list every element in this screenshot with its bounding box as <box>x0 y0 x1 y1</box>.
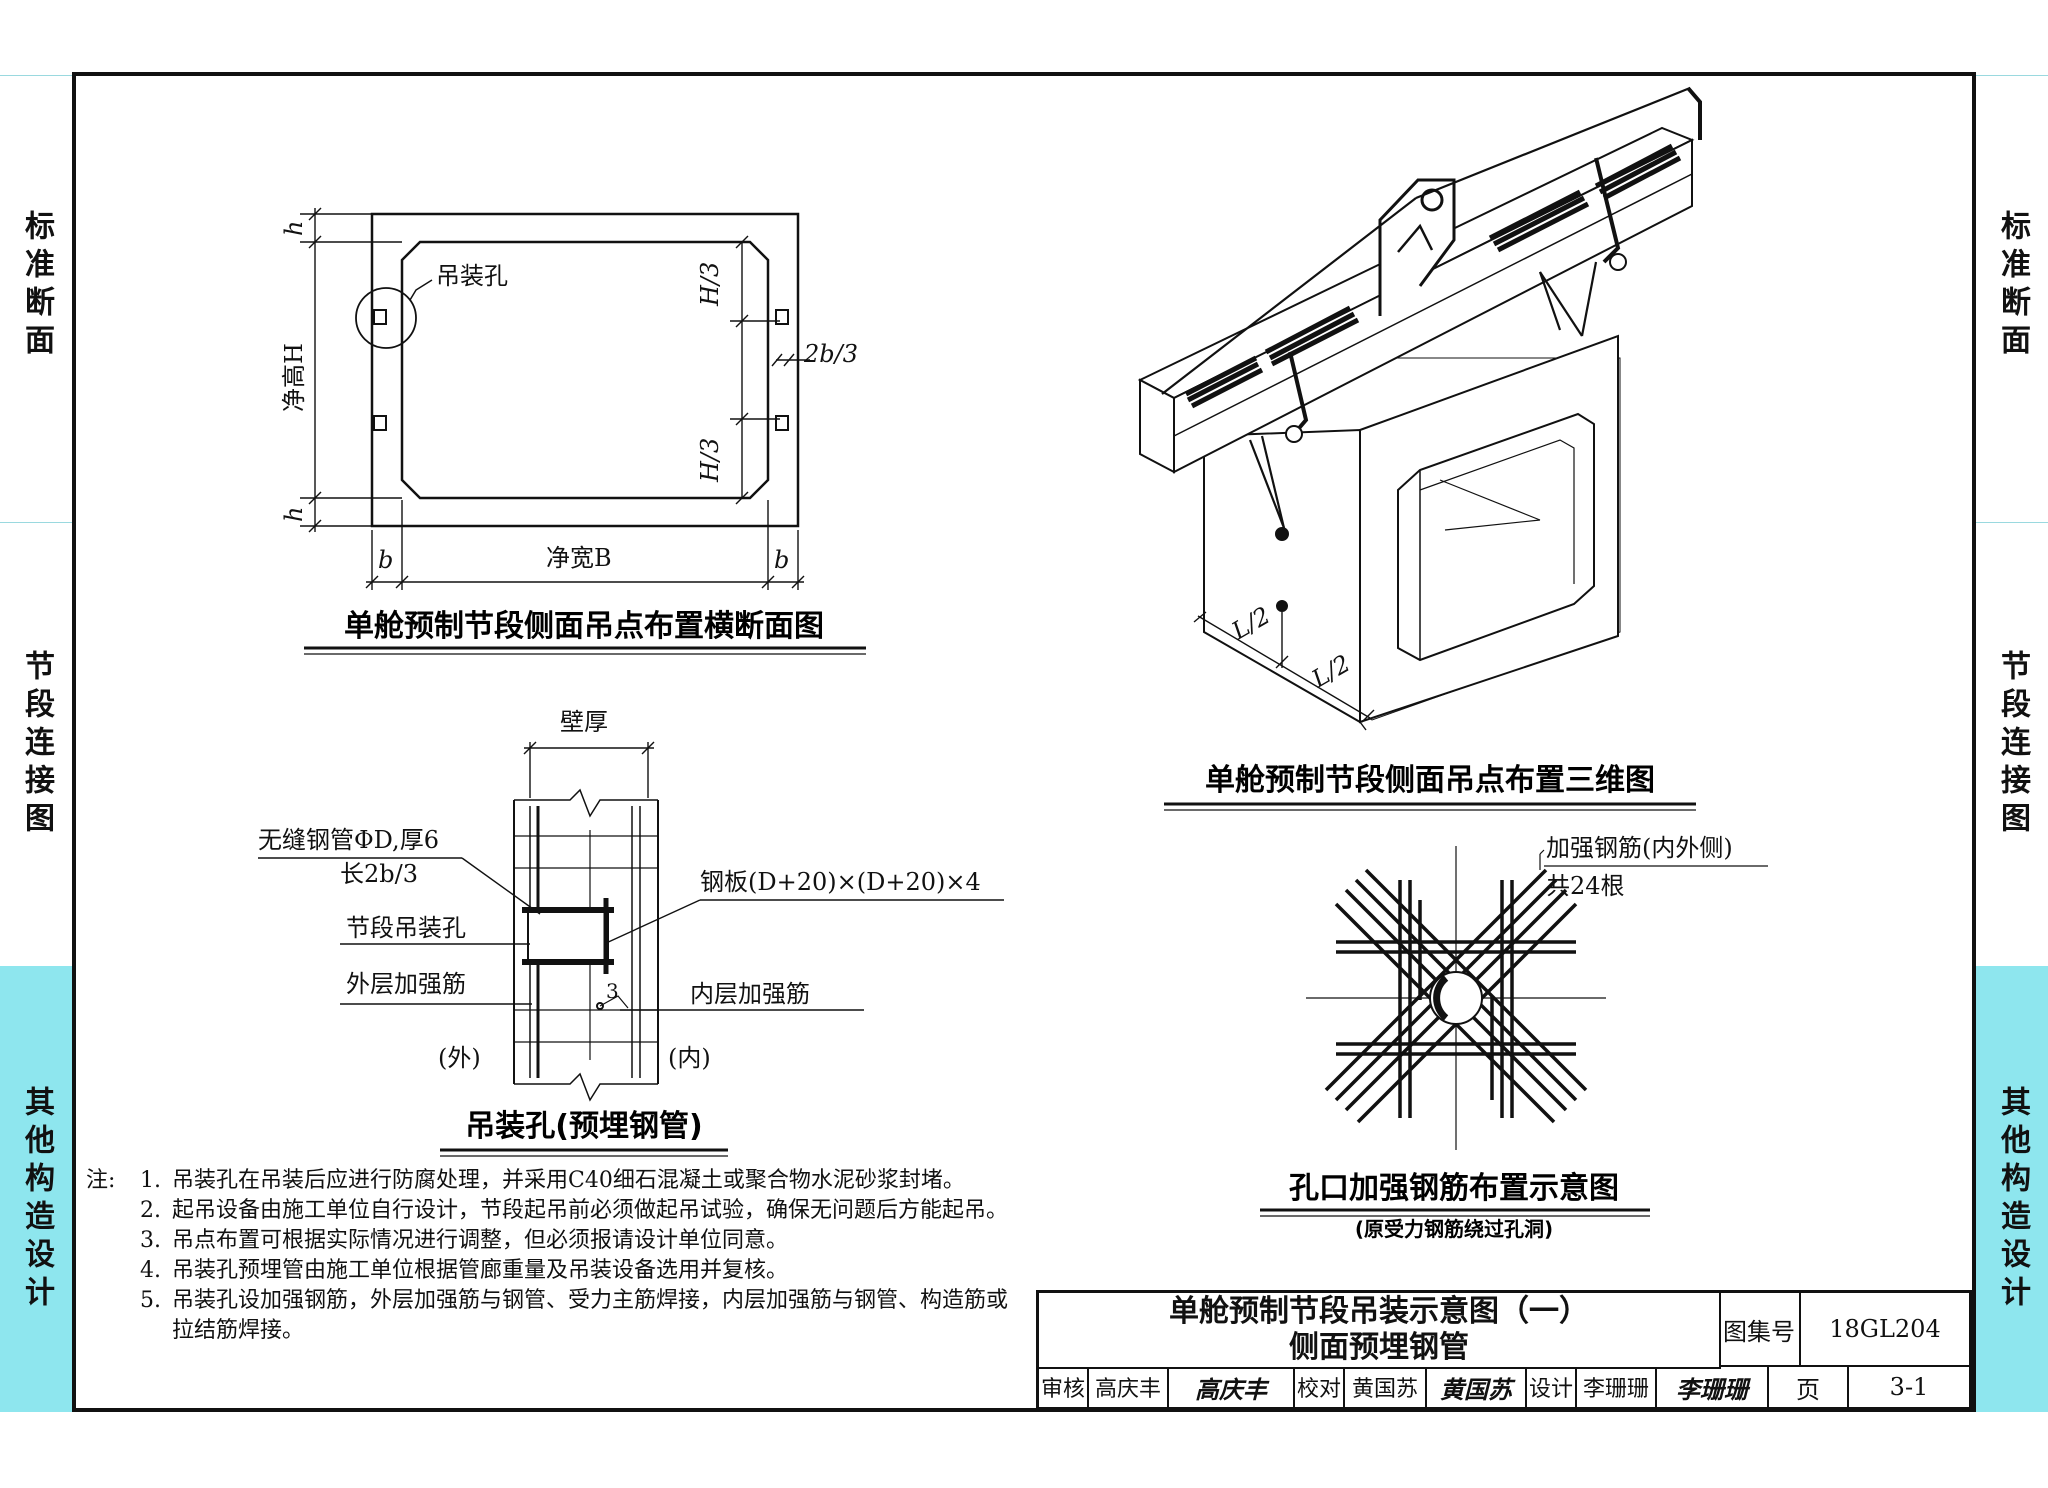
note-item: 4. 吊装孔预埋管由施工单位根据管廊重量及吊装设备选用并复核。 <box>140 1258 789 1283</box>
hoist-hole <box>775 415 789 431</box>
label-steel-plate: 钢板(D+20)×(D+20)×4 <box>700 868 981 896</box>
note-item: 2. 起吊设备由施工单位自行设计，节段起吊前必须做起吊试验，确保无问题后方能起吊… <box>140 1198 1009 1223</box>
label-wall-thickness: 壁厚 <box>560 708 608 736</box>
side-tab-other-design[interactable]: 其他构造设计 <box>0 966 72 1412</box>
hoist-hole <box>373 415 387 431</box>
fig4-labels: 加强钢筋(内外侧) 共24根 <box>1546 834 1733 900</box>
label-rebar-count: 共24根 <box>1546 872 1625 900</box>
label-weld: 3 <box>606 979 619 1003</box>
review-signature: 高庆丰 <box>1169 1367 1295 1407</box>
page-number: 3-1 <box>1889 1373 1929 1401</box>
note-item: 注: 1. 吊装孔在吊装后应进行防腐处理，并采用C40细石混凝土或聚合物水泥砂浆… <box>86 1166 1016 1196</box>
review-label: 审核 <box>1039 1367 1089 1407</box>
atlas-label: 图集号 <box>1719 1293 1801 1367</box>
check-label: 校对 <box>1295 1367 1345 1407</box>
label-outside: (外) <box>438 1044 481 1072</box>
drawing-subtitle: 侧面预埋钢管 <box>1289 1330 1469 1365</box>
title-block-title: 单舱预制节段吊装示意图（一） 侧面预埋钢管 <box>1039 1293 1721 1369</box>
side-tab-standard-section[interactable]: 标准断面 <box>19 210 54 362</box>
design-name: 李珊珊 <box>1577 1367 1657 1407</box>
label-rebar-type: 加强钢筋(内外侧) <box>1546 834 1733 862</box>
fig3-labels: 壁厚 无缝钢管ΦD,厚6 长2b/3 节段吊装孔 外层加强筋 钢板(D+20)×… <box>258 708 981 1072</box>
drawing-frame <box>72 72 1976 1412</box>
fig1-caption: 单舱预制节段侧面吊点布置横断面图 <box>344 609 824 644</box>
dim-h-top: h <box>280 221 308 236</box>
dim-h3-bottom: H/3 <box>696 438 724 483</box>
hoist-hole-callout: 吊装孔 <box>436 262 508 290</box>
notes: 注: 1. 吊装孔在吊装后应进行防腐处理，并采用C40细石混凝土或聚合物水泥砂浆… <box>86 1166 1016 1346</box>
slings <box>1161 86 1691 529</box>
callout-circle <box>355 287 417 349</box>
fig4-reinforcement <box>1306 846 1606 1150</box>
sling-hook <box>1275 527 1289 541</box>
fig3-pipe-detail <box>258 741 1004 1102</box>
label-inside: (内) <box>668 1044 711 1072</box>
side-tab-standard-section-right[interactable]: 标准断面 <box>1995 210 2030 362</box>
dim-net-width: 净宽B <box>546 544 612 572</box>
fig2-caption: 单舱预制节段侧面吊点布置三维图 <box>1205 763 1655 798</box>
check-name: 黄国苏 <box>1345 1367 1427 1407</box>
side-divider <box>1976 75 2048 76</box>
box-opening <box>1397 412 1595 662</box>
fig1-labels: h 吊装孔 h h 净高H H/3 H/3 2b/3 b 净宽B b <box>280 221 858 574</box>
fig4-sub-caption: (原受力钢筋绕过孔洞) <box>1355 1217 1553 1241</box>
side-divider <box>0 522 72 523</box>
callout-leader <box>409 279 433 301</box>
label-pipe-spec: 无缝钢管ΦD,厚6 <box>258 826 439 854</box>
outer-box <box>370 212 800 528</box>
dim-h3-top: H/3 <box>696 262 724 307</box>
side-tab-segment-connection[interactable]: 节段连接图 <box>19 650 54 840</box>
spreader-front <box>1173 138 1693 474</box>
side-tab-segment-connection-right[interactable]: 节段连接图 <box>1995 650 2030 840</box>
check-signature: 黄国苏 <box>1427 1367 1527 1407</box>
notes-prefix: 注: <box>86 1168 116 1193</box>
design-label: 设计 <box>1527 1367 1577 1407</box>
hoist-hole <box>775 309 789 325</box>
dim-h-bottom: h <box>280 507 308 522</box>
label-inner-rebar: 内层加强筋 <box>690 980 810 1008</box>
note-item: 3. 吊点布置可根据实际情况进行调整，但必须报请设计单位同意。 <box>140 1228 789 1253</box>
fig2-dims <box>1193 611 1375 731</box>
note-item: 5. 吊装孔设加强钢筋，外层加强筋与钢管、受力主筋焊接，内层加强筋与钢管、构造筋… <box>140 1288 1009 1343</box>
page-label: 页 <box>1769 1367 1849 1407</box>
hanger <box>1594 157 1621 264</box>
atlas-number: 18GL204 <box>1801 1293 1969 1367</box>
side-tab-other-design-right[interactable]: 其他构造设计 <box>1976 966 2048 1412</box>
fig4-caption: 孔口加强钢筋布置示意图 <box>1289 1171 1619 1206</box>
side-divider <box>0 75 72 76</box>
inner-cavity <box>400 240 770 500</box>
design-signature: 李珊珊 <box>1657 1367 1769 1407</box>
spreader-grating <box>1184 143 1682 409</box>
label-pipe-length: 长2b/3 <box>340 860 418 888</box>
dim-b-right: b <box>774 546 789 574</box>
hoist-hole <box>373 309 387 325</box>
hoist-point <box>1276 600 1288 612</box>
label-segment-hole: 节段吊装孔 <box>346 914 466 942</box>
dim-2b3: 2b/3 <box>803 340 858 368</box>
fig2-3d-view <box>1137 86 1702 731</box>
box-end-face <box>1359 334 1619 724</box>
label-outer-rebar: 外层加强筋 <box>346 970 466 998</box>
side-divider <box>1976 522 2048 523</box>
center-lug <box>1378 178 1456 316</box>
title-block: 单舱预制节段吊装示意图（一） 侧面预埋钢管 图集号 18GL204 审核 高庆丰… <box>1036 1290 1972 1410</box>
fig3-caption: 吊装孔(预埋钢管) <box>465 1109 702 1144</box>
drawing-title: 单舱预制节段吊装示意图（一） <box>1169 1294 1589 1329</box>
fig1-cross-section <box>300 207 810 590</box>
review-name: 高庆丰 <box>1089 1367 1169 1407</box>
dim-net-height: 净高H <box>280 343 308 412</box>
dim-b-left: b <box>378 546 393 574</box>
